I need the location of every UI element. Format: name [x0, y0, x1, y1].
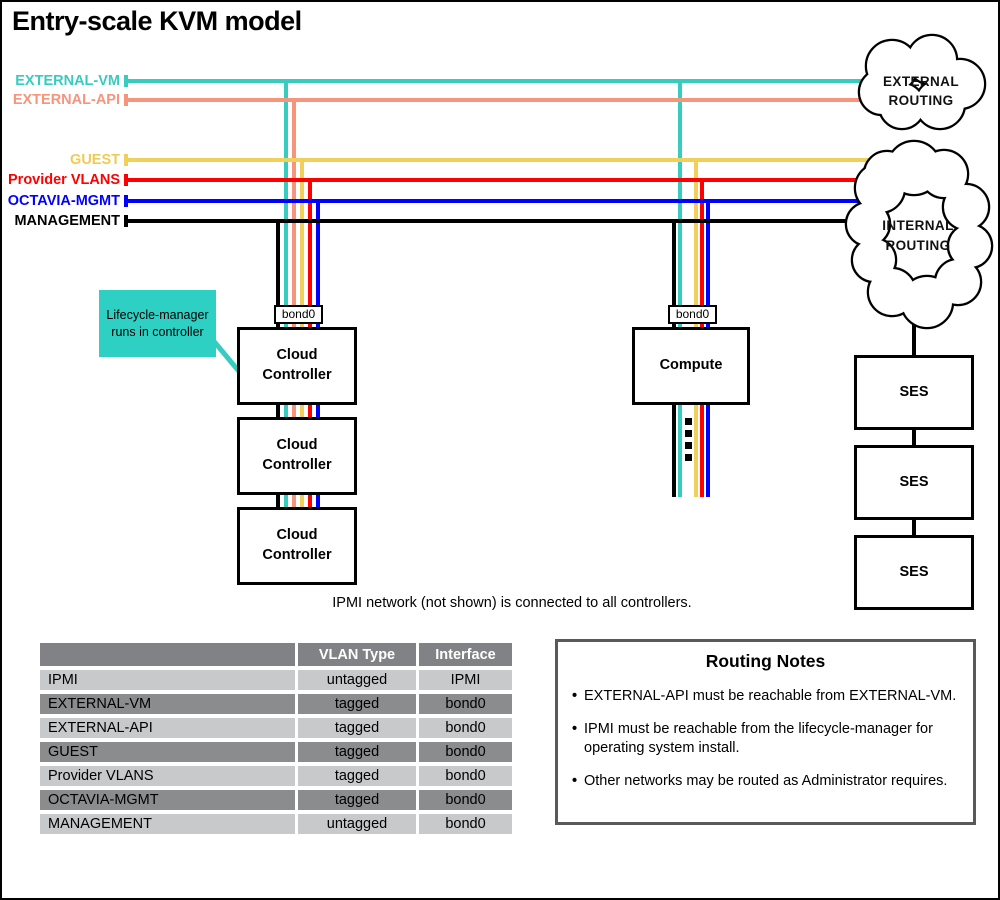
bond0-tag-compute: bond0 [668, 305, 717, 324]
cell-interface: bond0 [419, 790, 512, 810]
cell-network: IPMI [40, 670, 295, 690]
table-row: EXTERNAL-VM tagged bond0 [40, 694, 512, 714]
header-network [40, 643, 295, 666]
table-row: GUEST tagged bond0 [40, 742, 512, 762]
vlan-table: VLAN Type Interface IPMI untagged IPMI E… [37, 639, 515, 838]
bullet-icon [572, 772, 584, 791]
guest-line [124, 154, 892, 509]
bullet-icon [572, 720, 584, 758]
label-management: MANAGEMENT [14, 213, 120, 229]
cell-vlan-type: tagged [298, 766, 416, 786]
ses-box-3: SES [854, 535, 974, 610]
routing-note-text: EXTERNAL-API must be reachable from EXTE… [584, 688, 957, 704]
routing-notes-title: Routing Notes [705, 651, 826, 671]
bullet-icon [572, 687, 584, 706]
cell-network: MANAGEMENT [40, 814, 295, 834]
external-api-line [124, 94, 897, 509]
label-provider-vlans: Provider VLANS [8, 172, 120, 188]
label-octavia-mgmt: OCTAVIA-MGMT [7, 193, 120, 209]
cell-vlan-type: untagged [298, 814, 416, 834]
routing-note-item: IPMI must be reachable from the lifecycl… [572, 720, 961, 758]
external-routing-cloud: EXTERNAL ROUTING [857, 33, 987, 131]
cell-network: OCTAVIA-MGMT [40, 790, 295, 810]
cell-network: EXTERNAL-VM [40, 694, 295, 714]
callout-text-line1: Lifecycle-manager [106, 307, 209, 322]
routing-notes-panel: Routing Notes EXTERNAL-API must be reach… [555, 639, 976, 825]
cell-vlan-type: tagged [298, 718, 416, 738]
cell-interface: bond0 [419, 766, 512, 786]
callout-text-line2: runs in controller [111, 324, 204, 339]
bond0-tag-controller: bond0 [274, 305, 323, 324]
external-routing-label-line2: ROUTING [888, 93, 953, 108]
internal-routing-cloud: INTERNAL ROUTING [844, 139, 994, 330]
cloud-controller-box-3: Cloud Controller [237, 507, 357, 585]
routing-note-text: Other networks may be routed as Administ… [584, 772, 948, 789]
cell-interface: IPMI [419, 670, 512, 690]
cell-vlan-type: tagged [298, 694, 416, 714]
cell-vlan-type: tagged [298, 790, 416, 810]
cell-network: GUEST [40, 742, 295, 762]
routing-note-item: EXTERNAL-API must be reachable from EXTE… [572, 687, 961, 706]
table-row: OCTAVIA-MGMT tagged bond0 [40, 790, 512, 810]
cloud-controller-box-1: Cloud Controller [237, 327, 357, 405]
provider-vlans-line [124, 174, 892, 509]
table-row: IPMI untagged IPMI [40, 670, 512, 690]
page-title: Entry-scale KVM model [12, 6, 302, 36]
header-vlan-type: VLAN Type [298, 643, 416, 666]
routing-note-text: IPMI must be reachable from the lifecycl… [584, 720, 933, 756]
cell-interface: bond0 [419, 694, 512, 714]
external-vm-line [124, 75, 897, 509]
ses-box-2: SES [854, 445, 974, 520]
cell-interface: bond0 [419, 718, 512, 738]
compute-ellipsis-dots [685, 418, 692, 461]
cloud-controller-box-2: Cloud Controller [237, 417, 357, 495]
vlan-table-header-row: VLAN Type Interface [40, 643, 512, 666]
cell-interface: bond0 [419, 742, 512, 762]
label-guest: GUEST [70, 152, 120, 168]
lifecycle-manager-callout: Lifecycle-manager runs in controller [99, 290, 216, 357]
cell-vlan-type: tagged [298, 742, 416, 762]
routing-note-item: Other networks may be routed as Administ… [572, 772, 961, 791]
table-row: EXTERNAL-API tagged bond0 [40, 718, 512, 738]
table-row: MANAGEMENT untagged bond0 [40, 814, 512, 834]
cell-vlan-type: untagged [298, 670, 416, 690]
cell-network: EXTERNAL-API [40, 718, 295, 738]
cell-network: Provider VLANS [40, 766, 295, 786]
cell-interface: bond0 [419, 814, 512, 834]
external-routing-label-line1: EXTERNAL [883, 74, 959, 89]
ses-box-1: SES [854, 355, 974, 430]
header-interface: Interface [419, 643, 512, 666]
internal-routing-label-line1: INTERNAL [882, 218, 953, 233]
routing-notes-list: EXTERNAL-API must be reachable from EXTE… [572, 687, 961, 790]
compute-box: Compute [632, 327, 750, 405]
internal-routing-label-line2: ROUTING [885, 238, 950, 253]
ipmi-note: IPMI network (not shown) is connected to… [332, 595, 692, 611]
label-external-api: EXTERNAL-API [12, 92, 120, 108]
table-row: Provider VLANS tagged bond0 [40, 766, 512, 786]
label-external-vm: EXTERNAL-VM [15, 73, 120, 89]
